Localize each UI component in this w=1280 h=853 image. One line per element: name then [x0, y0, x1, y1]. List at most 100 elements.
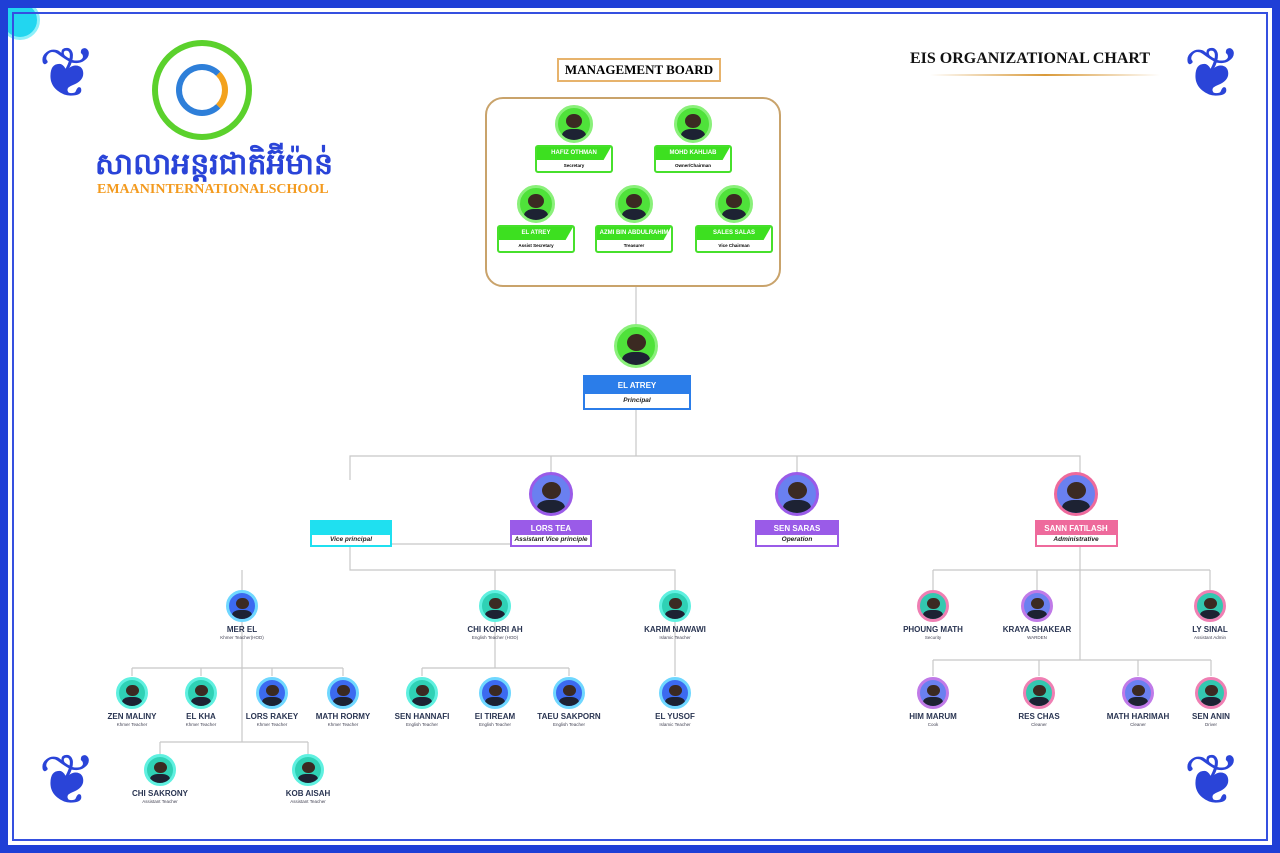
inner-frame [12, 12, 1268, 841]
principal-photo [614, 324, 658, 368]
staff-role: Driver [1205, 722, 1217, 727]
member-name: MOHD KAHLIAB [656, 147, 730, 160]
member-role: Assist Secretary [518, 243, 554, 248]
board-member-photo [555, 105, 593, 143]
member-name: AZMI BIN ABDULRAHIM [597, 227, 671, 240]
school-name-khmer: សាលាអន្តរជាតិអ៊ីម៉ាន់ [95, 148, 334, 181]
ornament-icon: ❦ [1183, 741, 1242, 819]
manager-role: Vice principal [329, 536, 373, 543]
manager-role: Administrative [1053, 536, 1099, 543]
manager-name [312, 522, 390, 535]
staff-photo [256, 677, 288, 709]
staff-role: English Teacher [406, 722, 438, 727]
staff-name: MATH HARIMAH [1106, 712, 1170, 721]
board-member-photo [615, 185, 653, 223]
manager-role: Assistant Vice principle [514, 536, 588, 543]
management-board-box [485, 97, 781, 287]
member-name: EL ATREY [499, 227, 573, 240]
board-member-photo [674, 105, 712, 143]
school-logo [152, 40, 252, 140]
staff-role: Assistant Teacher [142, 799, 178, 804]
board-member-photo [517, 185, 555, 223]
staff-role: Cleaner [1031, 722, 1047, 727]
manager-name: LORS TEA [512, 522, 590, 535]
staff-photo [479, 590, 511, 622]
staff-name: KOB AISAH [285, 789, 331, 798]
staff-name: RES CHAS [1018, 712, 1060, 721]
chart-title: EIS ORGANIZATIONAL CHART [910, 50, 1151, 67]
member-name: SALES SALAS [697, 227, 771, 240]
staff-photo [659, 677, 691, 709]
staff-role: Assistant Teacher [290, 799, 326, 804]
staff-name: PHOUNG MATH [903, 625, 963, 634]
manager-card: Vice principal [310, 520, 392, 547]
member-name: HAFIZ OTHMAN [537, 147, 611, 160]
ornament-icon: ❦ [1183, 34, 1242, 112]
manager-photo [529, 472, 573, 516]
staff-role: Islamic Teacher [659, 722, 691, 727]
staff-role: English Teacher [479, 722, 511, 727]
board-member-card: SALES SALAS Vice Chairman [695, 225, 773, 253]
member-role: Vice Chairman [718, 243, 750, 248]
staff-role: Cook [927, 722, 939, 727]
staff-photo [327, 677, 359, 709]
staff-photo [406, 677, 438, 709]
staff-photo [144, 754, 176, 786]
staff-photo [917, 677, 949, 709]
school-name: EMAANINTERNATIONALSCHOOL [97, 182, 329, 197]
management-board-label: MANAGEMENT BOARD [557, 58, 721, 82]
staff-photo [1122, 677, 1154, 709]
staff-name: CHI SAKRONY [131, 789, 188, 798]
board-member-card: EL ATREY Assist Secretary [497, 225, 575, 253]
manager-name: SEN SARAS [757, 522, 837, 535]
staff-name: KARIM NAWAWI [644, 625, 706, 634]
ornament-icon: ❦ [38, 34, 97, 112]
manager-role: Operation [781, 536, 813, 543]
staff-name: EL YUSOF [655, 712, 695, 721]
staff-name: LY SINAL [1192, 625, 1228, 634]
staff-photo [917, 590, 949, 622]
staff-name: MATH RORMY [315, 712, 371, 721]
staff-name: EI TIREAM [474, 712, 516, 721]
staff-name: HIM MARUM [909, 712, 957, 721]
ornament-icon: ❦ [38, 741, 97, 819]
staff-role: Islamic Teacher [659, 635, 691, 640]
staff-role: English Teacher [553, 722, 585, 727]
staff-role: English Teacher (HOD) [471, 635, 519, 640]
staff-photo [1195, 677, 1227, 709]
board-member-card: AZMI BIN ABDULRAHIM Treasurer [595, 225, 673, 253]
staff-photo [1194, 590, 1226, 622]
staff-role: Assistant Admin [1193, 635, 1226, 640]
staff-name: ZEN MALINY [107, 712, 157, 721]
staff-role: Khmer Teacher [256, 722, 288, 727]
manager-photo [775, 472, 819, 516]
board-member-photo [715, 185, 753, 223]
staff-photo [479, 677, 511, 709]
staff-photo [185, 677, 217, 709]
staff-photo [292, 754, 324, 786]
staff-photo [1023, 677, 1055, 709]
staff-name: SEN ANIN [1192, 712, 1230, 721]
principal-name: EL ATREY [585, 377, 689, 394]
title-divider [930, 74, 1160, 76]
staff-name: KRAYA SHAKEAR [1002, 625, 1072, 634]
staff-name: SEN HANNAFI [394, 712, 450, 721]
staff-name: MER EL [226, 625, 258, 634]
member-role: Treasurer [623, 243, 645, 248]
staff-role: Khmer Teacher [327, 722, 359, 727]
manager-photo [1054, 472, 1098, 516]
staff-photo [226, 590, 258, 622]
staff-photo [553, 677, 585, 709]
staff-role: Khmer Teacher [185, 722, 217, 727]
staff-name: LORS RAKEY [245, 712, 299, 721]
staff-photo [116, 677, 148, 709]
staff-name: TAEU SAKPORN [537, 712, 601, 721]
staff-role: Khmer Teacher [116, 722, 148, 727]
